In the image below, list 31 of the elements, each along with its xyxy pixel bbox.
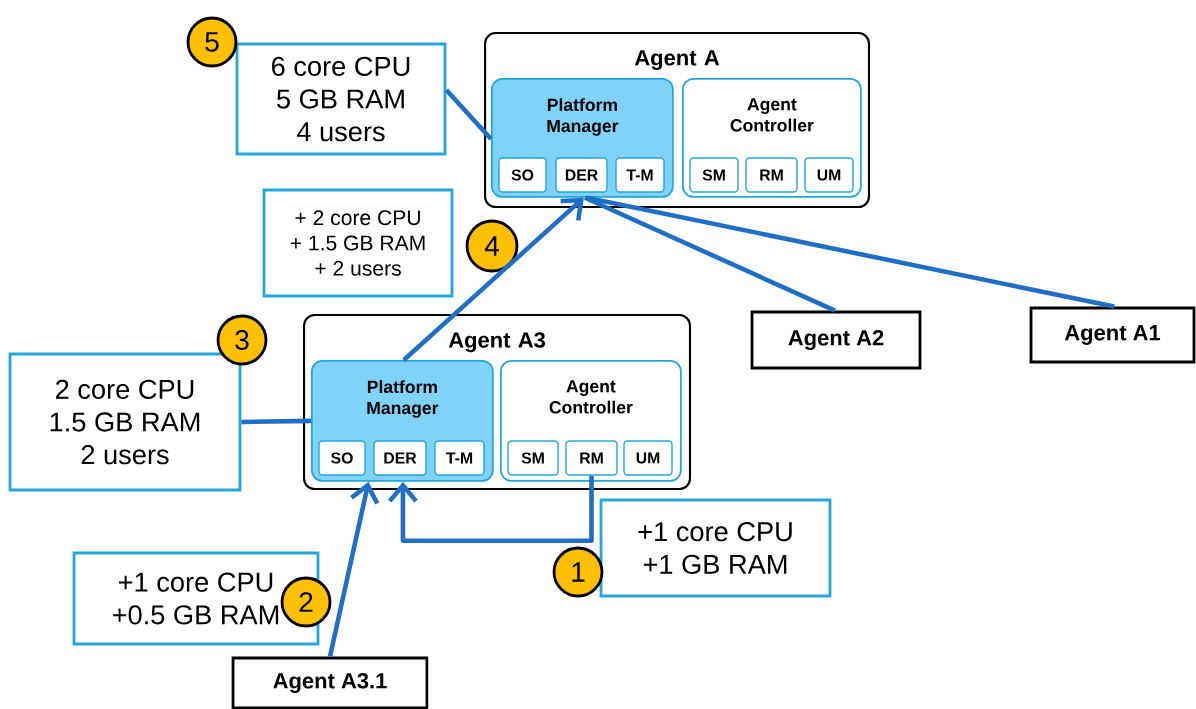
arrow [388,475,594,543]
module-box: SM [507,440,559,476]
module-box: SO [318,440,366,476]
module-box: DER [555,157,608,193]
module-box: RM [745,157,798,193]
callout-number: 5 [186,16,238,68]
agent-box: Agent A3.1 [231,656,429,709]
module-box: UM [804,157,854,193]
connector-line [444,88,493,141]
callout-number: 3 [216,314,268,366]
resource-box: +1 core CPU +1 GB RAM [599,498,832,598]
module-box: T-M [615,157,665,193]
resource-box: + 2 core CPU + 1.5 GB RAM + 2 users [262,188,454,298]
arrow [402,197,584,362]
agent-box: Agent A1 [1029,306,1196,364]
module-box: DER [373,440,427,476]
callout-number: 1 [552,546,604,598]
agent-box: Agent A2 [750,310,922,370]
callout-number: 4 [465,219,519,273]
module-box: UM [623,440,673,476]
connector-line [584,195,836,313]
resource-box: 2 core CPU 1.5 GB RAM 2 users [8,352,242,492]
connector-line [241,418,312,425]
resource-box: 6 core CPU 5 GB RAM 4 users [235,42,447,156]
module-box: T-M [434,440,485,476]
module-box: RM [565,440,618,476]
arrow [327,481,380,658]
module-box: SO [498,157,547,193]
module-box: SM [689,157,739,193]
connector-line [586,195,1115,309]
callout-number: 2 [280,576,332,628]
